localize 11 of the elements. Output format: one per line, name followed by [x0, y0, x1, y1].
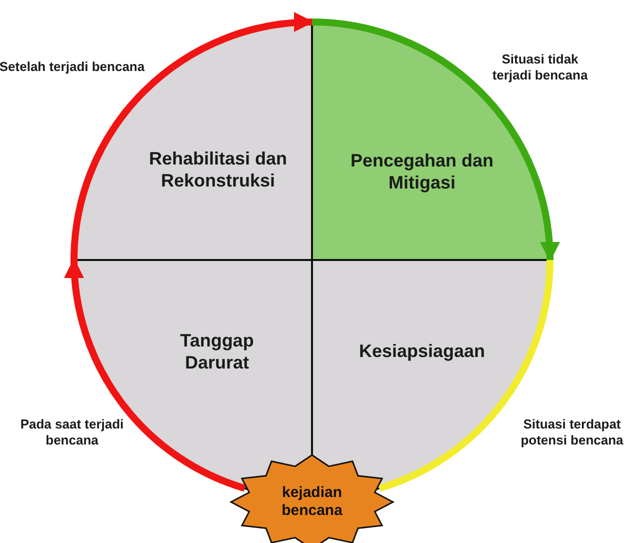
stage-label: Rehabilitasi dan Rekonstruksi	[148, 148, 288, 192]
cycle-line	[378, 260, 554, 492]
condition-note: Situasi tidak terjadi bencana	[491, 51, 589, 83]
condition-note: Pada saat terjadi bencana	[19, 416, 125, 448]
stage-label: kejadian bencana	[280, 484, 344, 520]
condition-note: Situasi terdapat potensi bencana	[520, 416, 624, 448]
condition-note: Setelah terjadi bencana	[0, 59, 146, 75]
cycle-arrow	[65, 258, 246, 492]
stage-label: Tanggap Darurat	[179, 330, 255, 374]
stage-label: Pencegahan dan Mitigasi	[349, 150, 495, 194]
stage-label: Kesiapsiagaan	[358, 341, 486, 363]
